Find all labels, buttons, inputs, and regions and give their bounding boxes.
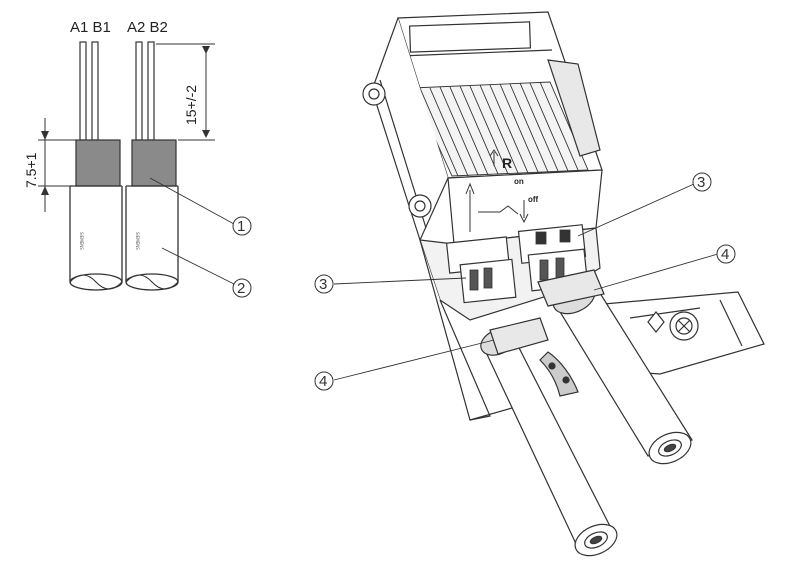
callout-2-circle — [232, 278, 252, 298]
callout-4a-circle — [716, 244, 736, 264]
callout-3a-text: 3 — [697, 174, 705, 191]
switch-off-label: off — [528, 195, 539, 204]
wire-label-a1-b1: A1 B1 — [70, 19, 111, 36]
cable-imprint-right: SIEMENS — [135, 232, 140, 250]
switch-on-label: on — [514, 177, 524, 186]
callout-4b-text: 4 — [319, 373, 327, 390]
callout-3b-circle — [314, 274, 334, 294]
wire-b2 — [147, 41, 155, 141]
wire-label-a2-b2: A2 B2 — [127, 19, 168, 36]
dimension-strip-text: 15+/-2 — [183, 85, 199, 125]
braid-shield — [75, 139, 121, 187]
bus-connector: R on off — [362, 11, 765, 557]
callout-4b-circle — [314, 371, 334, 391]
callout-2-text: 2 — [237, 280, 245, 297]
stripped-cable-left: SIEMENS — [69, 41, 123, 291]
stripped-cable-right: SIEMENS — [125, 41, 179, 291]
wire-a1 — [79, 41, 87, 141]
dimension-shield-text: 7.5+1 — [23, 152, 39, 188]
dimension-strip-length: 15+/-2 — [156, 43, 215, 141]
callout-1-text: 1 — [237, 218, 245, 235]
resistor-label: R — [502, 155, 512, 171]
cable-imprint-left: SIEMENS — [79, 232, 84, 250]
callout-3a-circle — [692, 172, 712, 192]
dimension-shield-length: 7.5+1 — [23, 118, 76, 212]
callout-1-circle — [232, 216, 252, 236]
wire-a2 — [135, 41, 143, 141]
callout-4a-text: 4 — [721, 246, 729, 263]
callout-3b-text: 3 — [319, 276, 327, 293]
braid-shield — [131, 139, 177, 187]
wire-b1 — [91, 41, 99, 141]
